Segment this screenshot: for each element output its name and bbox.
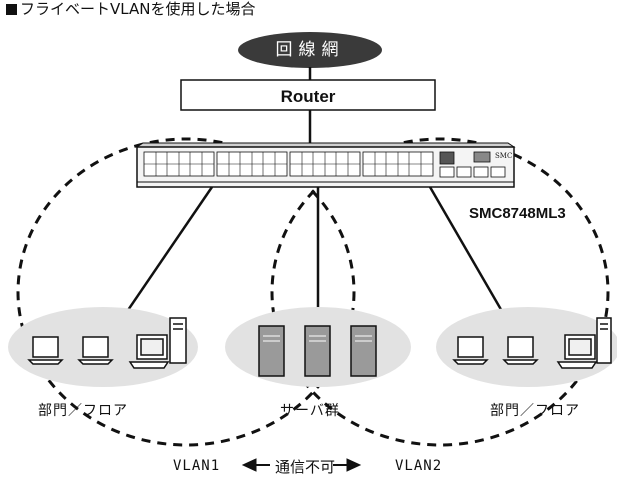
cloud-icon [238,32,382,68]
left-group-devices [27,317,187,369]
vlan2-label: VLAN2 [395,458,443,474]
center-group-label: サーバ群 [280,403,340,419]
link-right [428,186,505,314]
router-box-icon [180,79,436,111]
communication-label: 通信不可 [215,456,395,477]
communication-text: 通信不可 [274,458,335,476]
right-group-label: 部門／フロア [490,403,580,419]
square-bullet-icon [6,4,17,15]
vlan1-label: VLAN1 [173,458,221,474]
server-icon [350,325,377,377]
cloud-label: 回線網 [275,40,345,60]
switch-model-label: SMC8748ML3 [469,205,566,222]
link-left [124,186,214,314]
diagram-title-text: フライベートVLANを使用した場合 [20,0,256,18]
server-icon [258,325,285,377]
switch-icon: SMC [135,142,516,188]
laptop-icon [32,336,59,358]
laptop-icon [507,336,534,358]
diagram-title: フライベートVLANを使用した場合 [6,0,255,18]
vlan1-boundary [16,137,356,447]
router-label: Router [280,87,336,106]
laptop-icon [82,336,109,358]
left-group-label: 部門／フロア [38,403,128,419]
vlan2-boundary [270,137,610,447]
server-group [258,325,377,377]
switch-brand-text: SMC [495,152,512,160]
server-icon [304,325,331,377]
laptop-icon [457,336,484,358]
right-group-devices [452,317,612,369]
